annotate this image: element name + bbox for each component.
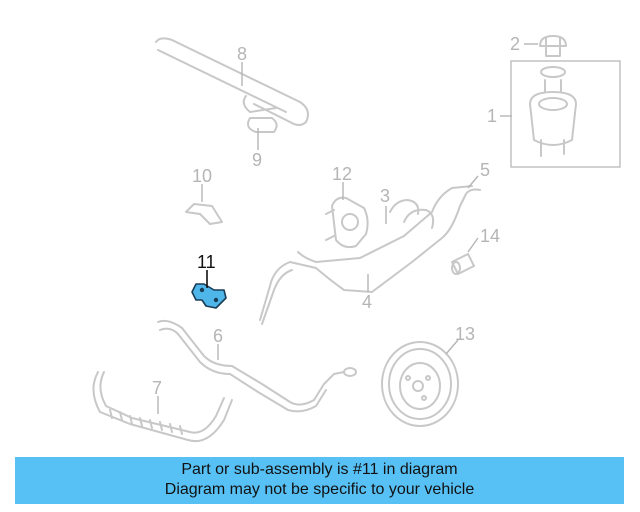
part-14-fitting: [451, 253, 475, 275]
part-8-cooler-line: [155, 37, 309, 126]
callout-4: 4: [362, 292, 372, 312]
part-11-bracket-highlighted[interactable]: [191, 283, 227, 309]
part-9-clamp: [247, 117, 278, 133]
banner-line-1: Part or sub-assembly is #11 in diagram: [181, 461, 458, 478]
part-2-cap: [539, 35, 567, 57]
info-banner: Part or sub-assembly is #11 in diagram D…: [15, 457, 624, 504]
callout-3: 3: [380, 186, 390, 206]
callout-7: 7: [152, 378, 162, 398]
callout-labels: 1 2 3 4 5 6 7 8 9 10 11 12 13 14: [152, 34, 520, 398]
part-10-bracket: [185, 203, 223, 225]
callout-13: 13: [455, 324, 475, 344]
callout-9: 9: [252, 150, 262, 170]
callout-5: 5: [480, 160, 490, 180]
part-13-pulley: [381, 341, 459, 427]
callout-11: 11: [197, 252, 216, 272]
part-6-return-line: [157, 319, 357, 413]
part-3-4-5-lines: [259, 185, 481, 325]
part-7-hose: [92, 371, 233, 442]
part-12-pump: [325, 196, 369, 249]
callout-10: 10: [192, 166, 212, 186]
callout-8: 8: [237, 44, 247, 64]
callout-1: 1: [487, 106, 497, 126]
callout-2: 2: [510, 34, 520, 54]
callout-14: 14: [480, 226, 500, 246]
part-1-reservoir: [510, 60, 621, 168]
callout-12: 12: [332, 164, 352, 184]
banner-line-2: Diagram may not be specific to your vehi…: [164, 481, 475, 498]
leader-lines: [157, 43, 538, 414]
callout-6: 6: [213, 326, 223, 346]
